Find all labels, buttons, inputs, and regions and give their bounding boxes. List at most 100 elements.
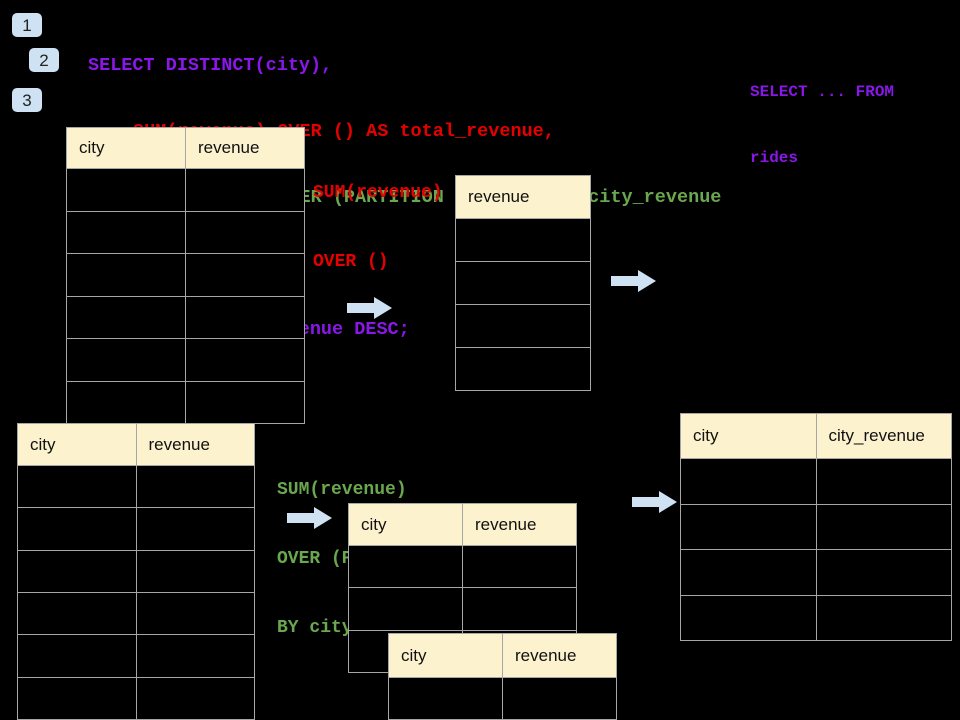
table-row: [456, 262, 590, 305]
table-cell: [135, 466, 255, 508]
table-cell: [815, 459, 952, 504]
table-cell: [18, 635, 136, 676]
table-cell: [349, 588, 462, 629]
table-cell: [67, 212, 185, 254]
column-header-revenue: revenue: [185, 128, 304, 168]
table-cell: [135, 677, 255, 719]
arrow-right-icon: [287, 507, 332, 529]
table-row: [456, 219, 590, 262]
table-cell: [67, 254, 185, 296]
table-row: [67, 339, 304, 382]
table-row: [18, 635, 255, 678]
sql-line-select: SELECT DISTINCT(city),: [88, 55, 333, 76]
column-header-city: city: [67, 128, 185, 168]
table-cell: [389, 678, 502, 719]
side-note-line: SELECT ... FROM: [750, 83, 895, 101]
table-cell: [681, 550, 816, 595]
table-row: [456, 305, 590, 348]
label-line: SUM(revenue): [313, 183, 443, 203]
arrow-right-shape: [347, 297, 392, 319]
table-cell: [135, 592, 255, 635]
table-cell: [349, 546, 462, 587]
table-cell: [67, 339, 185, 381]
table-row: [18, 677, 255, 719]
table-cell: [815, 504, 952, 549]
table-cell: [681, 505, 816, 550]
table-cell: [456, 305, 590, 347]
table-cell: [815, 550, 952, 595]
column-header-city: city: [681, 414, 816, 458]
column-header-revenue: revenue: [456, 176, 590, 218]
table-cell: [185, 254, 304, 296]
table-cell: [18, 593, 136, 634]
column-header-city: city: [349, 504, 462, 545]
step-badge-3: 3: [12, 88, 42, 112]
table-cell: [815, 595, 952, 640]
table-row: [349, 546, 576, 589]
table-row: [349, 588, 576, 631]
table-row: [681, 550, 951, 596]
table-row: [18, 550, 255, 593]
table-cell: [456, 219, 590, 261]
arrow-right-shape: [632, 491, 677, 513]
side-note-select-from-rides: SELECT ... FROM rides: [750, 37, 894, 213]
table-cell: [18, 551, 136, 592]
table-cell: [135, 550, 255, 592]
table-cell: [681, 459, 816, 504]
arrow-right-shape: [611, 270, 656, 292]
table-row: [681, 595, 952, 641]
table-cell: [18, 466, 136, 507]
table-cell: [135, 635, 255, 677]
table-cell: [185, 296, 304, 338]
table-row: [18, 508, 255, 551]
table-cell: [462, 588, 576, 630]
table-row: [67, 211, 304, 254]
arrow-right-icon: [611, 270, 656, 292]
table-cell: [18, 508, 136, 549]
column-header-revenue: revenue: [462, 504, 576, 545]
table-row: [681, 504, 952, 550]
column-header-revenue: revenue: [135, 424, 254, 465]
table-cell: [502, 678, 616, 719]
table-row: [67, 169, 304, 212]
table-cell: [67, 297, 185, 339]
table-cell: [681, 596, 816, 641]
table-cell: [135, 508, 255, 550]
label-line: OVER (): [313, 252, 389, 272]
table-cell: [18, 678, 136, 719]
table-row: [18, 592, 255, 636]
step-badge-2: 2: [29, 48, 59, 72]
table-cell: [67, 169, 185, 211]
table-cell: [456, 262, 590, 304]
column-header-city: city: [389, 634, 502, 677]
arrow-right-icon: [632, 491, 677, 513]
table-row: [67, 296, 304, 339]
column-header-revenue: revenue: [502, 634, 616, 677]
label-line: SUM(revenue): [277, 480, 407, 500]
table-cell: [185, 339, 304, 381]
table-row: [18, 466, 255, 509]
column-header-city: city: [18, 424, 136, 465]
table-total-revenue-result: revenue: [455, 175, 591, 391]
table-cell: [185, 169, 304, 211]
table-cell: [462, 546, 576, 588]
table-row: [681, 459, 951, 505]
table-row: [456, 348, 590, 390]
table-row: [67, 254, 304, 297]
arrow-right-icon: [347, 297, 392, 319]
table-cell: [67, 382, 185, 424]
side-note-line: rides: [750, 149, 799, 167]
table-row: [389, 678, 616, 720]
label-sum-over-total: SUM(revenue) OVER (): [313, 136, 443, 320]
table-header-row: revenue: [456, 176, 590, 219]
step-badge-1: 1: [12, 13, 42, 37]
